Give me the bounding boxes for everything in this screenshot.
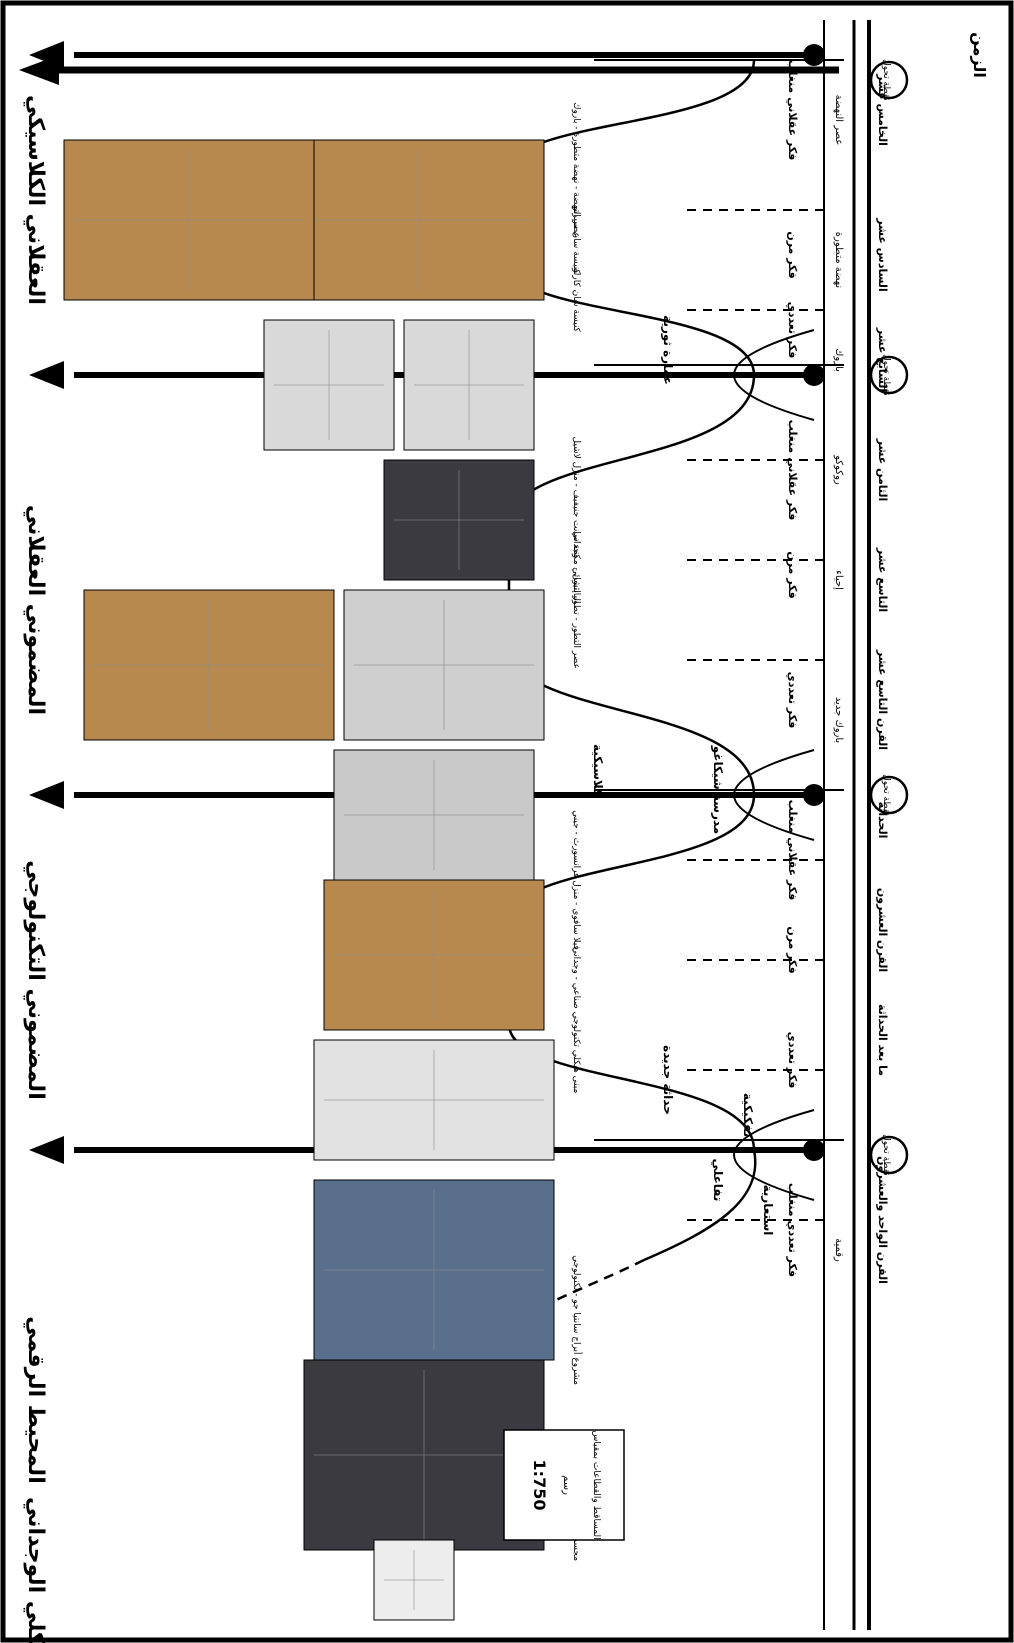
paradigm-title-0: العقلاني الكلاسيكي bbox=[23, 95, 48, 305]
paradigm-arrow-node-2 bbox=[803, 784, 825, 806]
century-label-8: ما بعد الحداثة bbox=[876, 1004, 889, 1076]
paradigm-arrow-node-0 bbox=[803, 44, 825, 66]
century-label-2: السابع عشر bbox=[876, 327, 889, 392]
century-label-4: التاسع عشر bbox=[876, 547, 889, 612]
curve-label-4: تفكيكية bbox=[741, 1093, 755, 1137]
movement-label-0: عصر النهضة bbox=[833, 95, 844, 146]
curve-label-6: استعارية bbox=[761, 1185, 775, 1236]
movement-label-2: باروك bbox=[833, 348, 844, 372]
century-label-6: الحداثة bbox=[876, 802, 889, 839]
example-caption-7: مشروع أبراج سانتيا جو - تكنولوجي bbox=[571, 1255, 583, 1385]
example-caption-6: مبنى هيكلي تكنولوجي صناعي - وجداني bbox=[571, 947, 581, 1094]
paradigm-title-2: المضموني التكنولوجي bbox=[23, 860, 48, 1099]
paradigm-arrow-node-3 bbox=[803, 1139, 825, 1161]
curve-label-5: تفاعلي bbox=[711, 1159, 725, 1202]
century-label-5: القرن التاسع عشر bbox=[876, 649, 889, 750]
century-label-9: القرن الواحد والعشرون bbox=[876, 1156, 889, 1284]
century-label-3: الثامن عشر bbox=[876, 438, 889, 502]
thought-label-9: فكر تعددي منغلب bbox=[786, 1183, 799, 1277]
curve-label-1: كلاسيكية bbox=[591, 744, 605, 796]
thought-label-8: فكر تعددي bbox=[786, 1032, 799, 1089]
thought-label-4: فكر مرن bbox=[786, 551, 799, 598]
century-label-1: السادس عشر bbox=[876, 217, 889, 291]
thought-label-5: فكر تعددي bbox=[786, 672, 799, 729]
curve-label-0: عمارة ثورية bbox=[660, 315, 675, 385]
scale-box-value: 1:750 bbox=[530, 1460, 549, 1511]
movement-label-4: إحياء bbox=[833, 570, 844, 590]
paradigm-title-1: المضموني العقلاني bbox=[23, 505, 48, 715]
movement-label-6: رقمية bbox=[833, 1238, 844, 1262]
time-axis-label: الزمن bbox=[970, 32, 989, 78]
curve-label-3: حداثة جديدة bbox=[661, 1045, 675, 1115]
thought-label-0: فكر عقلاني منغلب bbox=[786, 60, 799, 161]
paradigm-title-3: المحيط الرقمي bbox=[23, 1316, 48, 1484]
example-caption-1: كنيسة سان سيرتو bbox=[571, 205, 581, 274]
movement-label-3: روكوكو bbox=[833, 454, 844, 485]
movement-label-5: باروك جديد bbox=[833, 697, 844, 743]
century-label-0: الخامس عشر bbox=[876, 73, 889, 146]
scale-box-line2: رسم bbox=[561, 1475, 572, 1495]
paradigm-title-4: الشكلي الوجداني bbox=[23, 1497, 48, 1643]
thought-label-3: فكر عقلاني منغلب bbox=[786, 420, 799, 521]
thought-label-1: فكر مرن bbox=[786, 231, 799, 278]
example-caption-2: كنيسة سان كارلو bbox=[571, 267, 581, 333]
movement-label-1: نهضة متطورة bbox=[833, 232, 844, 288]
scale-box-line1: المساقط والقطاعات بمقياس bbox=[591, 1430, 601, 1539]
thought-label-7: فكر مرن bbox=[786, 926, 799, 973]
example-caption-5: فيلا سافوي - منزل فرانسورث - جيني bbox=[571, 810, 581, 950]
example-caption-4: عصر التطور - تطور إنشائي - وجداني bbox=[571, 531, 581, 669]
thought-label-6: فكر عقلاني منغلب bbox=[786, 800, 799, 901]
paradigm-arrow-node-1 bbox=[803, 364, 825, 386]
century-label-7: القرن العشرون bbox=[876, 888, 889, 972]
thought-label-2: فكر تعددي bbox=[786, 302, 799, 359]
curve-label-2: مدرسة شيكاغو bbox=[710, 745, 725, 834]
